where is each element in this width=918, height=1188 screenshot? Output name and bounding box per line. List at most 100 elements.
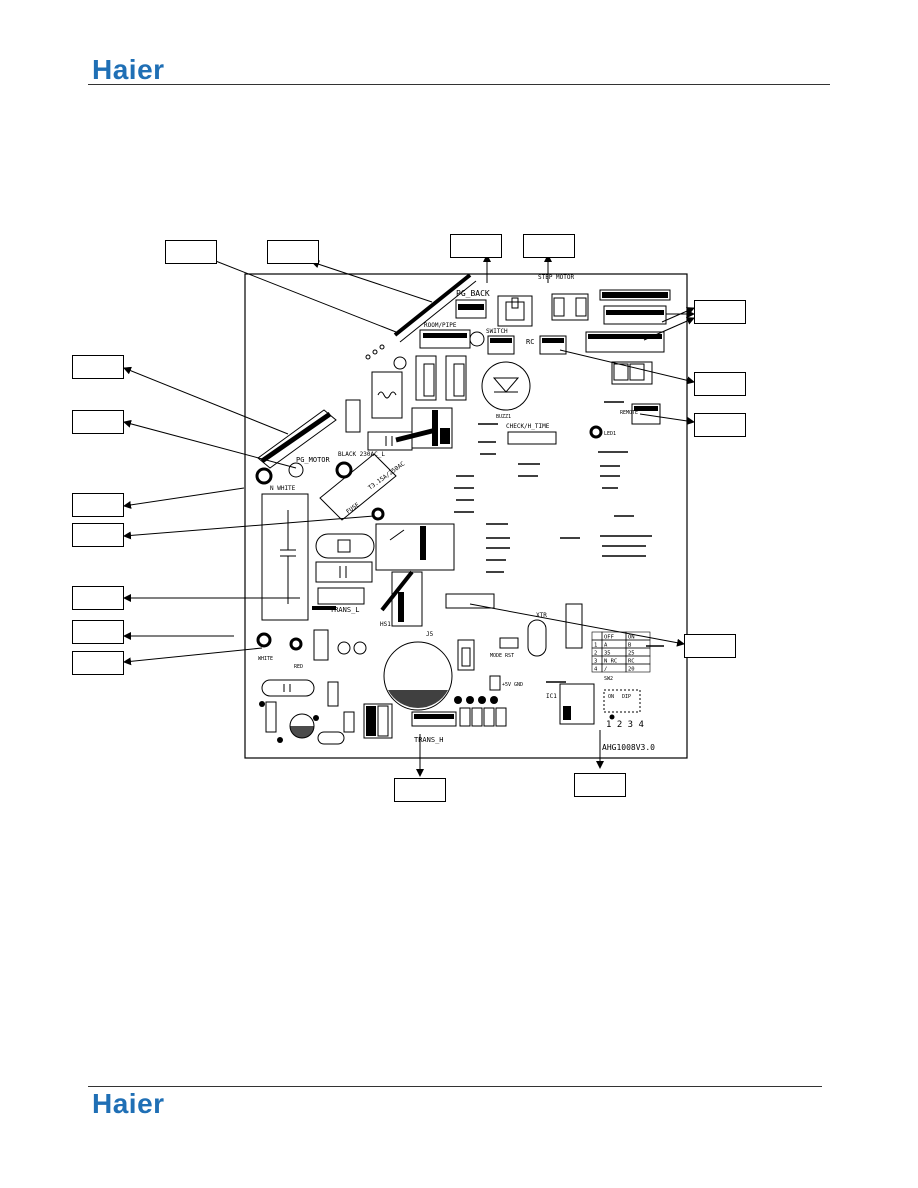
callout-box-15 xyxy=(574,773,626,797)
crystal xyxy=(527,619,547,657)
e5-capacitor xyxy=(445,355,467,401)
red-label: RED xyxy=(294,664,303,670)
remote-label: REMOTE xyxy=(620,410,638,416)
jp1-jumper xyxy=(507,431,557,445)
board-slot xyxy=(399,280,477,343)
cn34-connector xyxy=(445,593,495,609)
sw2-value-cell: B xyxy=(628,643,632,649)
trans-l-label: TRANS_L xyxy=(330,606,360,614)
callout-box-6 xyxy=(72,523,124,547)
led1-label: LED1 xyxy=(604,431,616,437)
switch-label: SWITCH xyxy=(486,328,508,335)
plus5v-gnd-label: +5V GND xyxy=(502,682,523,688)
q-transistor xyxy=(457,639,475,671)
trans-l-connector xyxy=(317,587,365,605)
trans-h-label: TRANS_H xyxy=(414,736,444,744)
k2-relay xyxy=(375,523,455,571)
white-label: WHITE xyxy=(258,656,273,662)
zd1-diode xyxy=(343,711,355,733)
leader-3 xyxy=(123,366,289,435)
ic1-chip xyxy=(559,683,595,725)
ic7-regulator xyxy=(411,407,453,449)
room-pipe-label: ROOM/PIPE xyxy=(424,322,457,329)
c45-capacitor xyxy=(261,493,309,621)
leader-5 xyxy=(123,487,245,509)
step-motor-label: STEP MOTOR xyxy=(538,274,575,281)
jumper-wires xyxy=(454,401,664,683)
rc-label: RC xyxy=(526,338,534,346)
leader-13 xyxy=(559,349,695,385)
con1-terminal xyxy=(335,461,353,479)
leader-14 xyxy=(639,413,695,425)
fuse-label: FUSE xyxy=(345,501,361,515)
buzzer xyxy=(481,361,531,411)
callout-box-9 xyxy=(72,651,124,675)
sw2-value-cell: 2 xyxy=(594,651,597,657)
main-capacitor xyxy=(383,641,453,711)
callout-box-step-motor xyxy=(523,234,575,258)
jp2-jumper xyxy=(489,675,501,691)
pg-back-label: PG_BACK xyxy=(456,289,490,298)
leader-1 xyxy=(207,256,397,333)
haier-logo-bottom: Haier xyxy=(92,1088,165,1119)
j22-connector xyxy=(585,331,665,353)
callout-box-pg-back xyxy=(450,234,502,258)
pg-motor-label: PG_MOTOR xyxy=(296,456,331,464)
sw1-switch xyxy=(497,295,533,327)
cn-mid-right xyxy=(603,305,667,325)
cn32-connector xyxy=(611,361,653,385)
con2-terminal xyxy=(255,467,273,485)
diode-d7 xyxy=(459,707,471,727)
callout-box-4 xyxy=(72,410,124,434)
r37-resistor xyxy=(345,399,361,433)
header-rule xyxy=(88,84,830,85)
cn36-connector xyxy=(631,403,661,425)
r22-resistor xyxy=(327,681,339,707)
sw2-value-cell: / xyxy=(604,667,607,673)
sw2-cell xyxy=(625,663,651,673)
c8-capacitor xyxy=(317,731,345,745)
sw2-header-cell: OFF xyxy=(604,635,614,641)
step-motor-connector xyxy=(551,293,589,321)
diode-d6 xyxy=(495,707,507,727)
n-white-label: N WHITE xyxy=(270,485,296,492)
e1-capacitor xyxy=(415,355,437,401)
cn-top-right xyxy=(599,289,671,301)
xtr-label: XTR xyxy=(536,612,547,619)
ic3-chip xyxy=(363,703,393,739)
cn46-connector xyxy=(487,335,515,355)
board-version-label: AHG1008V3.0 xyxy=(602,743,655,752)
j5-label: J5 xyxy=(426,631,434,638)
sw2-value-cell: 35 xyxy=(604,651,611,657)
callout-box-7 xyxy=(72,586,124,610)
t315a-label: T3.15A/250AC xyxy=(367,460,406,491)
leader-9 xyxy=(123,647,263,666)
pg-motor-terminal xyxy=(288,462,304,478)
footer-rule xyxy=(88,1086,822,1087)
ic1-label: IC1 xyxy=(546,693,557,700)
dip-switch xyxy=(603,689,641,713)
c22-capacitor xyxy=(469,331,485,347)
leader-11 xyxy=(661,307,695,323)
jp3-jumper xyxy=(499,637,519,649)
dip-dip-label: DIP xyxy=(622,694,631,700)
con8-terminal xyxy=(256,632,272,648)
hs1-label: HS1 xyxy=(380,621,391,628)
sw2-cell xyxy=(591,631,603,641)
check-h-time-label: CHECK/H_TIME xyxy=(506,423,550,430)
dip-on-label: ON xyxy=(608,694,614,700)
leader-6 xyxy=(123,515,375,540)
diode-d8 xyxy=(483,707,495,727)
con7-terminal xyxy=(289,637,303,651)
diode-d9 xyxy=(471,707,483,727)
leader-12 xyxy=(643,317,695,341)
pcb-outline xyxy=(244,273,688,759)
sw2-label: SW2 xyxy=(604,676,613,682)
leader-15 xyxy=(469,603,685,647)
cy3-capacitor xyxy=(261,679,315,697)
sw2-header-cell: ON xyxy=(628,635,635,641)
diagonal-connector xyxy=(257,409,337,469)
con6-terminal xyxy=(371,507,385,521)
mode-rst-label: MODE RST xyxy=(490,653,514,659)
